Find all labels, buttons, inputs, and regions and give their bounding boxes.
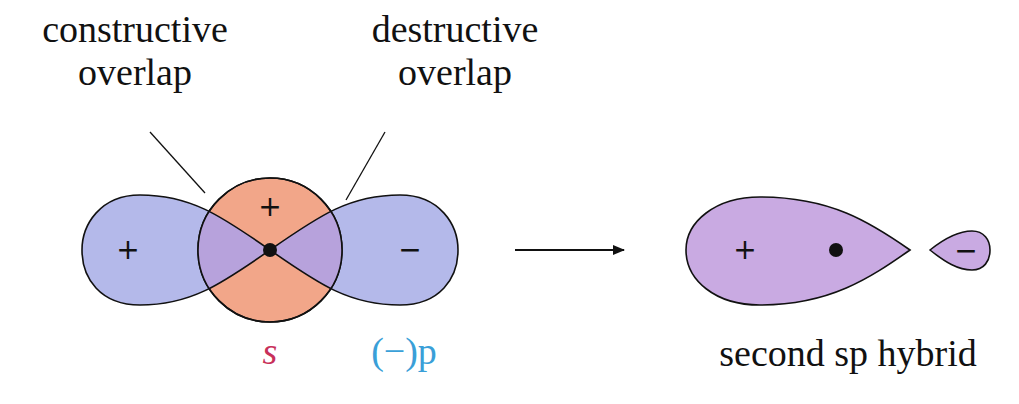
phase-sign: −: [398, 236, 421, 264]
orbital-name: second sp hybrid: [683, 332, 1013, 375]
reaction-arrow: [515, 249, 624, 251]
orbital-lobe: +: [250, 187, 290, 227]
leader-line: [346, 132, 385, 200]
orbital-lobe: −: [390, 230, 430, 270]
phase-sign: +: [116, 236, 139, 264]
callout-label: destructive overlap: [333, 8, 578, 93]
nucleus-dot: [263, 243, 277, 257]
phase-sign: +: [733, 236, 756, 264]
hybrid-lobe: [930, 231, 990, 270]
overlap-region: [270, 195, 458, 305]
overlap-region: [82, 195, 270, 305]
hybrid-lobe: [686, 197, 910, 305]
orbital-name: s: [240, 330, 300, 373]
phase-sign: +: [258, 193, 281, 221]
leader-line: [150, 132, 205, 193]
orbital-lobe: +: [108, 230, 148, 270]
orbital-name: (−)p: [344, 330, 464, 373]
orbital-lobe: −: [946, 231, 986, 271]
phase-sign: −: [954, 237, 977, 265]
nucleus-dot: [829, 243, 843, 257]
callout-label: constructive overlap: [4, 8, 266, 93]
orbital-lobe: +: [725, 230, 765, 270]
